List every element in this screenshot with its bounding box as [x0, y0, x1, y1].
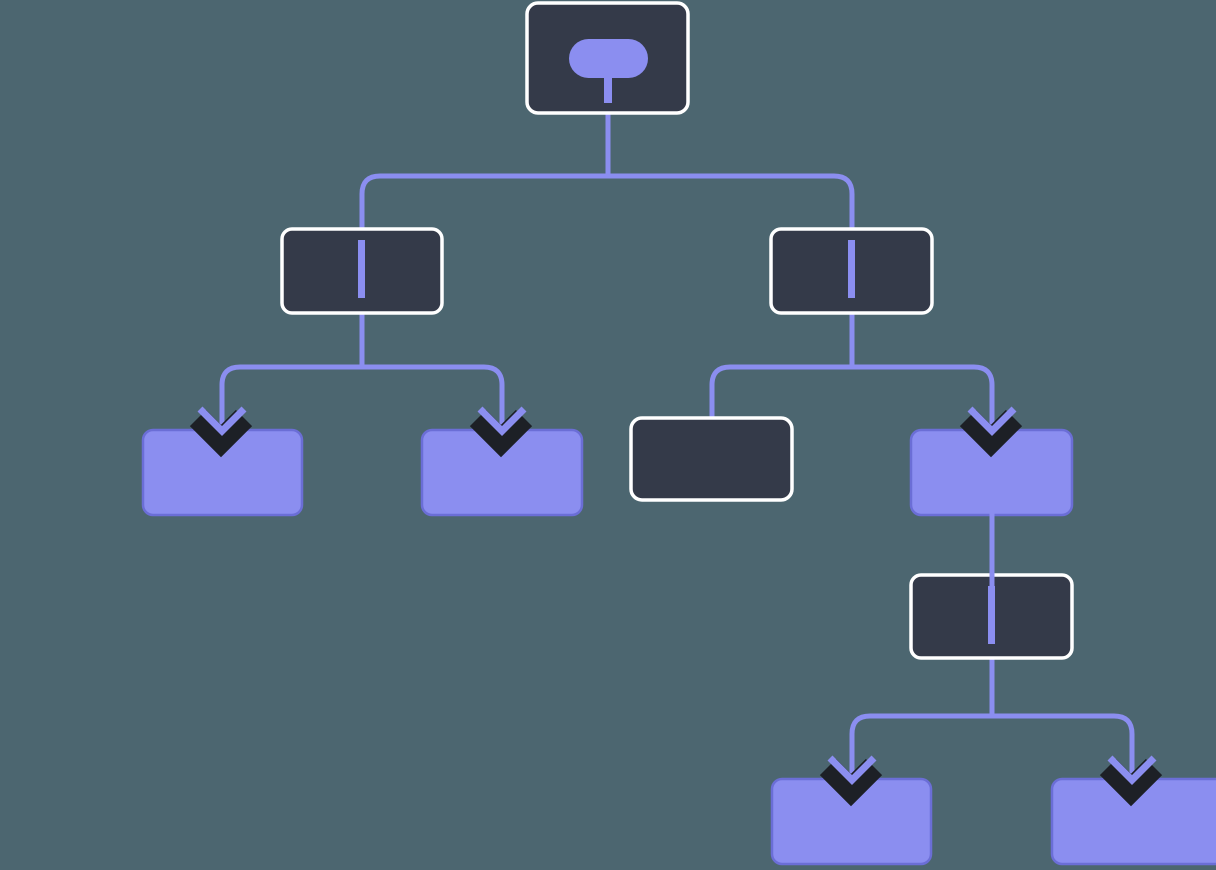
node-l2-right[interactable] — [769, 227, 934, 315]
edge-l2left-to-l3b — [362, 364, 505, 436]
node-l2-left[interactable] — [280, 227, 444, 315]
arrowhead-l5-b — [1099, 755, 1163, 807]
arrowhead-l5-a-shadow-chevron-icon — [819, 758, 883, 807]
arrowhead-layer — [189, 406, 1163, 807]
arrowhead-l3-b-chevron-icon — [477, 406, 527, 436]
node-root-pill-glyph — [569, 39, 648, 78]
arrowhead-l3-d-chevron-icon — [967, 406, 1017, 436]
node-l2-right-bar-glyph — [848, 240, 855, 298]
arrowhead-l5-b-chevron-icon — [1107, 755, 1157, 785]
node-root[interactable] — [525, 1, 690, 115]
arrowhead-l3-d-shadow-chevron-icon — [959, 409, 1023, 458]
node-l3-c[interactable] — [629, 416, 794, 502]
edge-l2left-to-l3a — [219, 364, 362, 436]
node-l4[interactable] — [909, 573, 1074, 660]
edge-l2right-to-l3d — [852, 364, 995, 436]
arrowhead-l3-a — [189, 406, 253, 458]
arrowhead-l3-b — [469, 406, 533, 458]
node-l3-c-box[interactable] — [629, 416, 794, 502]
arrowhead-l3-a-chevron-icon — [197, 406, 247, 436]
node-l4-bar-glyph — [988, 586, 995, 644]
arrowhead-l3-a-shadow-chevron-icon — [189, 409, 253, 458]
arrowhead-l3-d — [959, 406, 1023, 458]
edge-root-to-l2-right — [608, 173, 855, 240]
edge-l2right-to-l3c — [709, 364, 852, 420]
node-root-stem-glyph — [604, 66, 612, 103]
arrowhead-l5-a — [819, 755, 883, 807]
edge-l4-to-l5b — [992, 713, 1135, 786]
node-l2-left-bar-glyph — [358, 240, 365, 298]
arrowhead-l5-b-shadow-chevron-icon — [1099, 758, 1163, 807]
arrowhead-l5-a-chevron-icon — [827, 755, 877, 785]
node-layer — [141, 1, 1216, 866]
edge-root-to-l2-left — [359, 173, 608, 240]
edge-l4-to-l5a — [849, 713, 992, 786]
arrowhead-l3-b-shadow-chevron-icon — [469, 409, 533, 458]
